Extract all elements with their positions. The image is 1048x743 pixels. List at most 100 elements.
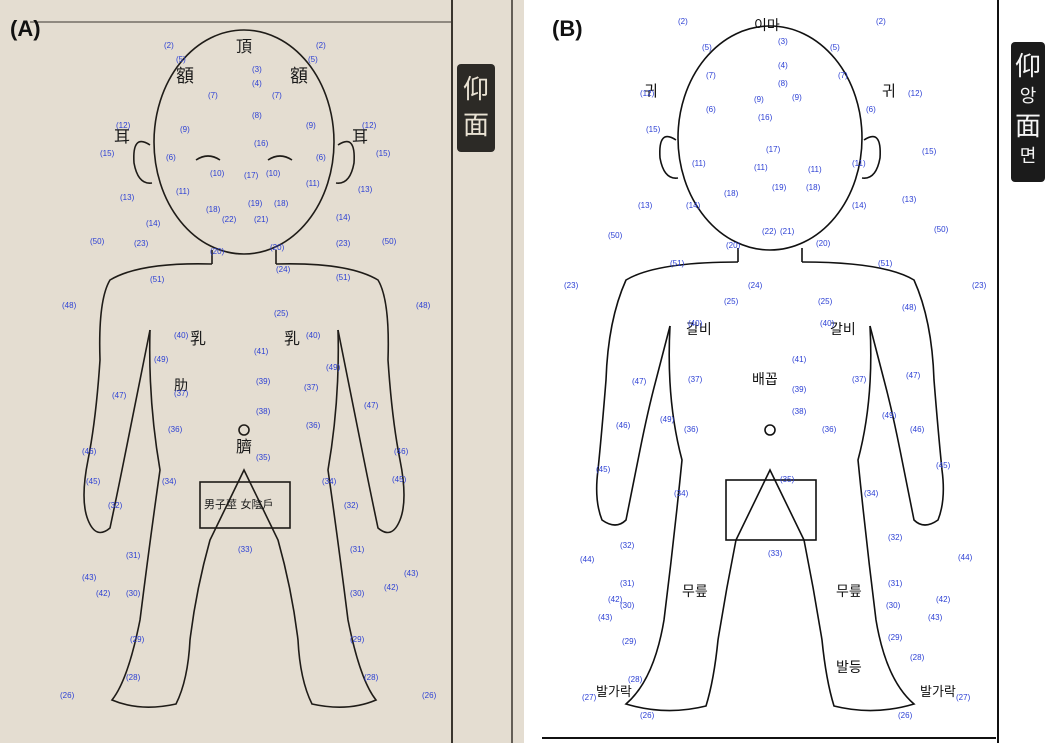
title-box-a: 仰 面 bbox=[457, 64, 495, 152]
marker: (7) bbox=[208, 91, 218, 100]
marker: (38) bbox=[256, 407, 271, 416]
marker: (41) bbox=[254, 347, 269, 356]
marker: (12) bbox=[362, 121, 377, 130]
marker: (2) bbox=[876, 17, 886, 26]
marker: (10) bbox=[210, 169, 225, 178]
marker: (37) bbox=[174, 389, 189, 398]
marker: (36) bbox=[684, 425, 699, 434]
right-arm-outline bbox=[276, 264, 404, 533]
marker: (5) bbox=[308, 55, 318, 64]
marker: (19) bbox=[248, 199, 263, 208]
marker: (50) bbox=[608, 231, 623, 240]
label-toe-right: 발가락 bbox=[920, 685, 956, 700]
marker: (44) bbox=[580, 555, 595, 564]
marker: (48) bbox=[902, 303, 917, 312]
title-b-char-3: 面 bbox=[1015, 112, 1041, 142]
marker: (43) bbox=[82, 573, 97, 582]
marker: (4) bbox=[778, 61, 788, 70]
marker: (6) bbox=[706, 105, 716, 114]
label-foot-top: 발등 bbox=[836, 660, 862, 676]
marker: (49) bbox=[154, 355, 169, 364]
marker: (14) bbox=[686, 201, 701, 210]
marker: (43) bbox=[928, 613, 943, 622]
marker: (46) bbox=[394, 447, 409, 456]
figure-b-svg: 귀 귀 이마 갈비 갈비 배꼽 무릎 무릎 발등 발가락 발가락 (2) (2)… bbox=[536, 0, 1048, 743]
marker: (15) bbox=[646, 125, 661, 134]
marker: (20) bbox=[270, 243, 285, 252]
marker: (2) bbox=[678, 17, 688, 26]
marker: (7) bbox=[706, 71, 716, 80]
marker: (31) bbox=[888, 579, 903, 588]
marker: (27) bbox=[582, 693, 597, 702]
marker: (39) bbox=[792, 385, 807, 394]
marker: (32) bbox=[108, 501, 123, 510]
marker: (45) bbox=[392, 475, 407, 484]
marker: (18) bbox=[806, 183, 821, 192]
marker: (45) bbox=[86, 477, 101, 486]
marker: (30) bbox=[886, 601, 901, 610]
marker: (40) bbox=[820, 319, 835, 328]
marker: (8) bbox=[252, 111, 262, 120]
marker: (34) bbox=[162, 477, 177, 486]
label-forehead-left: 額 bbox=[176, 66, 194, 87]
marker: (21) bbox=[780, 227, 795, 236]
ear-right-outline bbox=[862, 137, 880, 179]
marker: (42) bbox=[96, 589, 111, 598]
marker: (11) bbox=[808, 165, 822, 174]
marker: (47) bbox=[364, 401, 379, 410]
marker: (22) bbox=[762, 227, 777, 236]
marker: (13) bbox=[358, 185, 373, 194]
marker: (20) bbox=[726, 241, 741, 250]
marker: (36) bbox=[168, 425, 183, 434]
marker: (43) bbox=[404, 569, 419, 578]
label-nipple-left: 乳 bbox=[190, 329, 206, 348]
marker: (36) bbox=[822, 425, 837, 434]
eyes-mark bbox=[196, 156, 292, 160]
marker: (46) bbox=[82, 447, 97, 456]
label-belly: 배꼽 bbox=[752, 372, 778, 388]
marker: (30) bbox=[350, 589, 365, 598]
marker: (42) bbox=[936, 595, 951, 604]
marker: (33) bbox=[238, 545, 253, 554]
marker: (37) bbox=[304, 383, 319, 392]
marker: (17) bbox=[766, 145, 781, 154]
marker: (37) bbox=[852, 375, 867, 384]
label-forehead: 이마 bbox=[754, 18, 780, 34]
marker: (36) bbox=[306, 421, 321, 430]
marker: (45) bbox=[936, 461, 951, 470]
title-b-char-1: 仰 bbox=[1015, 52, 1041, 82]
marker: (29) bbox=[888, 633, 903, 642]
figure-a-svg: 額 額 頂 耳 耳 乳 乳 臍 肋 男子莖 女陰戶 (2) (2) (3) (4… bbox=[0, 0, 524, 743]
marker: (23) bbox=[972, 281, 987, 290]
marker: (9) bbox=[306, 121, 316, 130]
ear-left-outline bbox=[660, 137, 678, 179]
marker: (26) bbox=[60, 691, 75, 700]
marker: (21) bbox=[254, 215, 269, 224]
marker: (9) bbox=[754, 95, 764, 104]
marker: (15) bbox=[376, 149, 391, 158]
marker: (25) bbox=[274, 309, 289, 318]
panel-b: (B) 귀 귀 이마 갈비 갈비 배꼽 무릎 무릎 발등 발가락 발가락 bbox=[536, 0, 1048, 743]
marker: (51) bbox=[878, 259, 893, 268]
marker: (47) bbox=[112, 391, 127, 400]
label-genital: 男子莖 女陰戶 bbox=[204, 497, 274, 511]
marker: (11) bbox=[306, 179, 320, 188]
panel-a: (A) 額 額 頂 耳 耳 乳 乳 臍 肋 bbox=[0, 0, 524, 743]
marker: (42) bbox=[384, 583, 399, 592]
ear-left-outline bbox=[134, 142, 152, 184]
marker: (25) bbox=[724, 297, 739, 306]
marker: (13) bbox=[120, 193, 135, 202]
label-toe-left: 발가락 bbox=[596, 685, 632, 700]
marker: (3) bbox=[252, 65, 262, 74]
marker: (27) bbox=[956, 693, 971, 702]
marker: (50) bbox=[382, 237, 397, 246]
marker: (49) bbox=[660, 415, 675, 424]
markers-b: (2) (2) (3) (4) (5) (5) (6) (6) (7) (7) … bbox=[564, 17, 987, 720]
marker: (32) bbox=[620, 541, 635, 550]
marker: (19) bbox=[772, 183, 787, 192]
marker: (28) bbox=[628, 675, 643, 684]
marker: (22) bbox=[222, 215, 237, 224]
marker: (28) bbox=[126, 673, 141, 682]
marker: (8) bbox=[778, 79, 788, 88]
torso-legs-outline bbox=[112, 330, 376, 707]
